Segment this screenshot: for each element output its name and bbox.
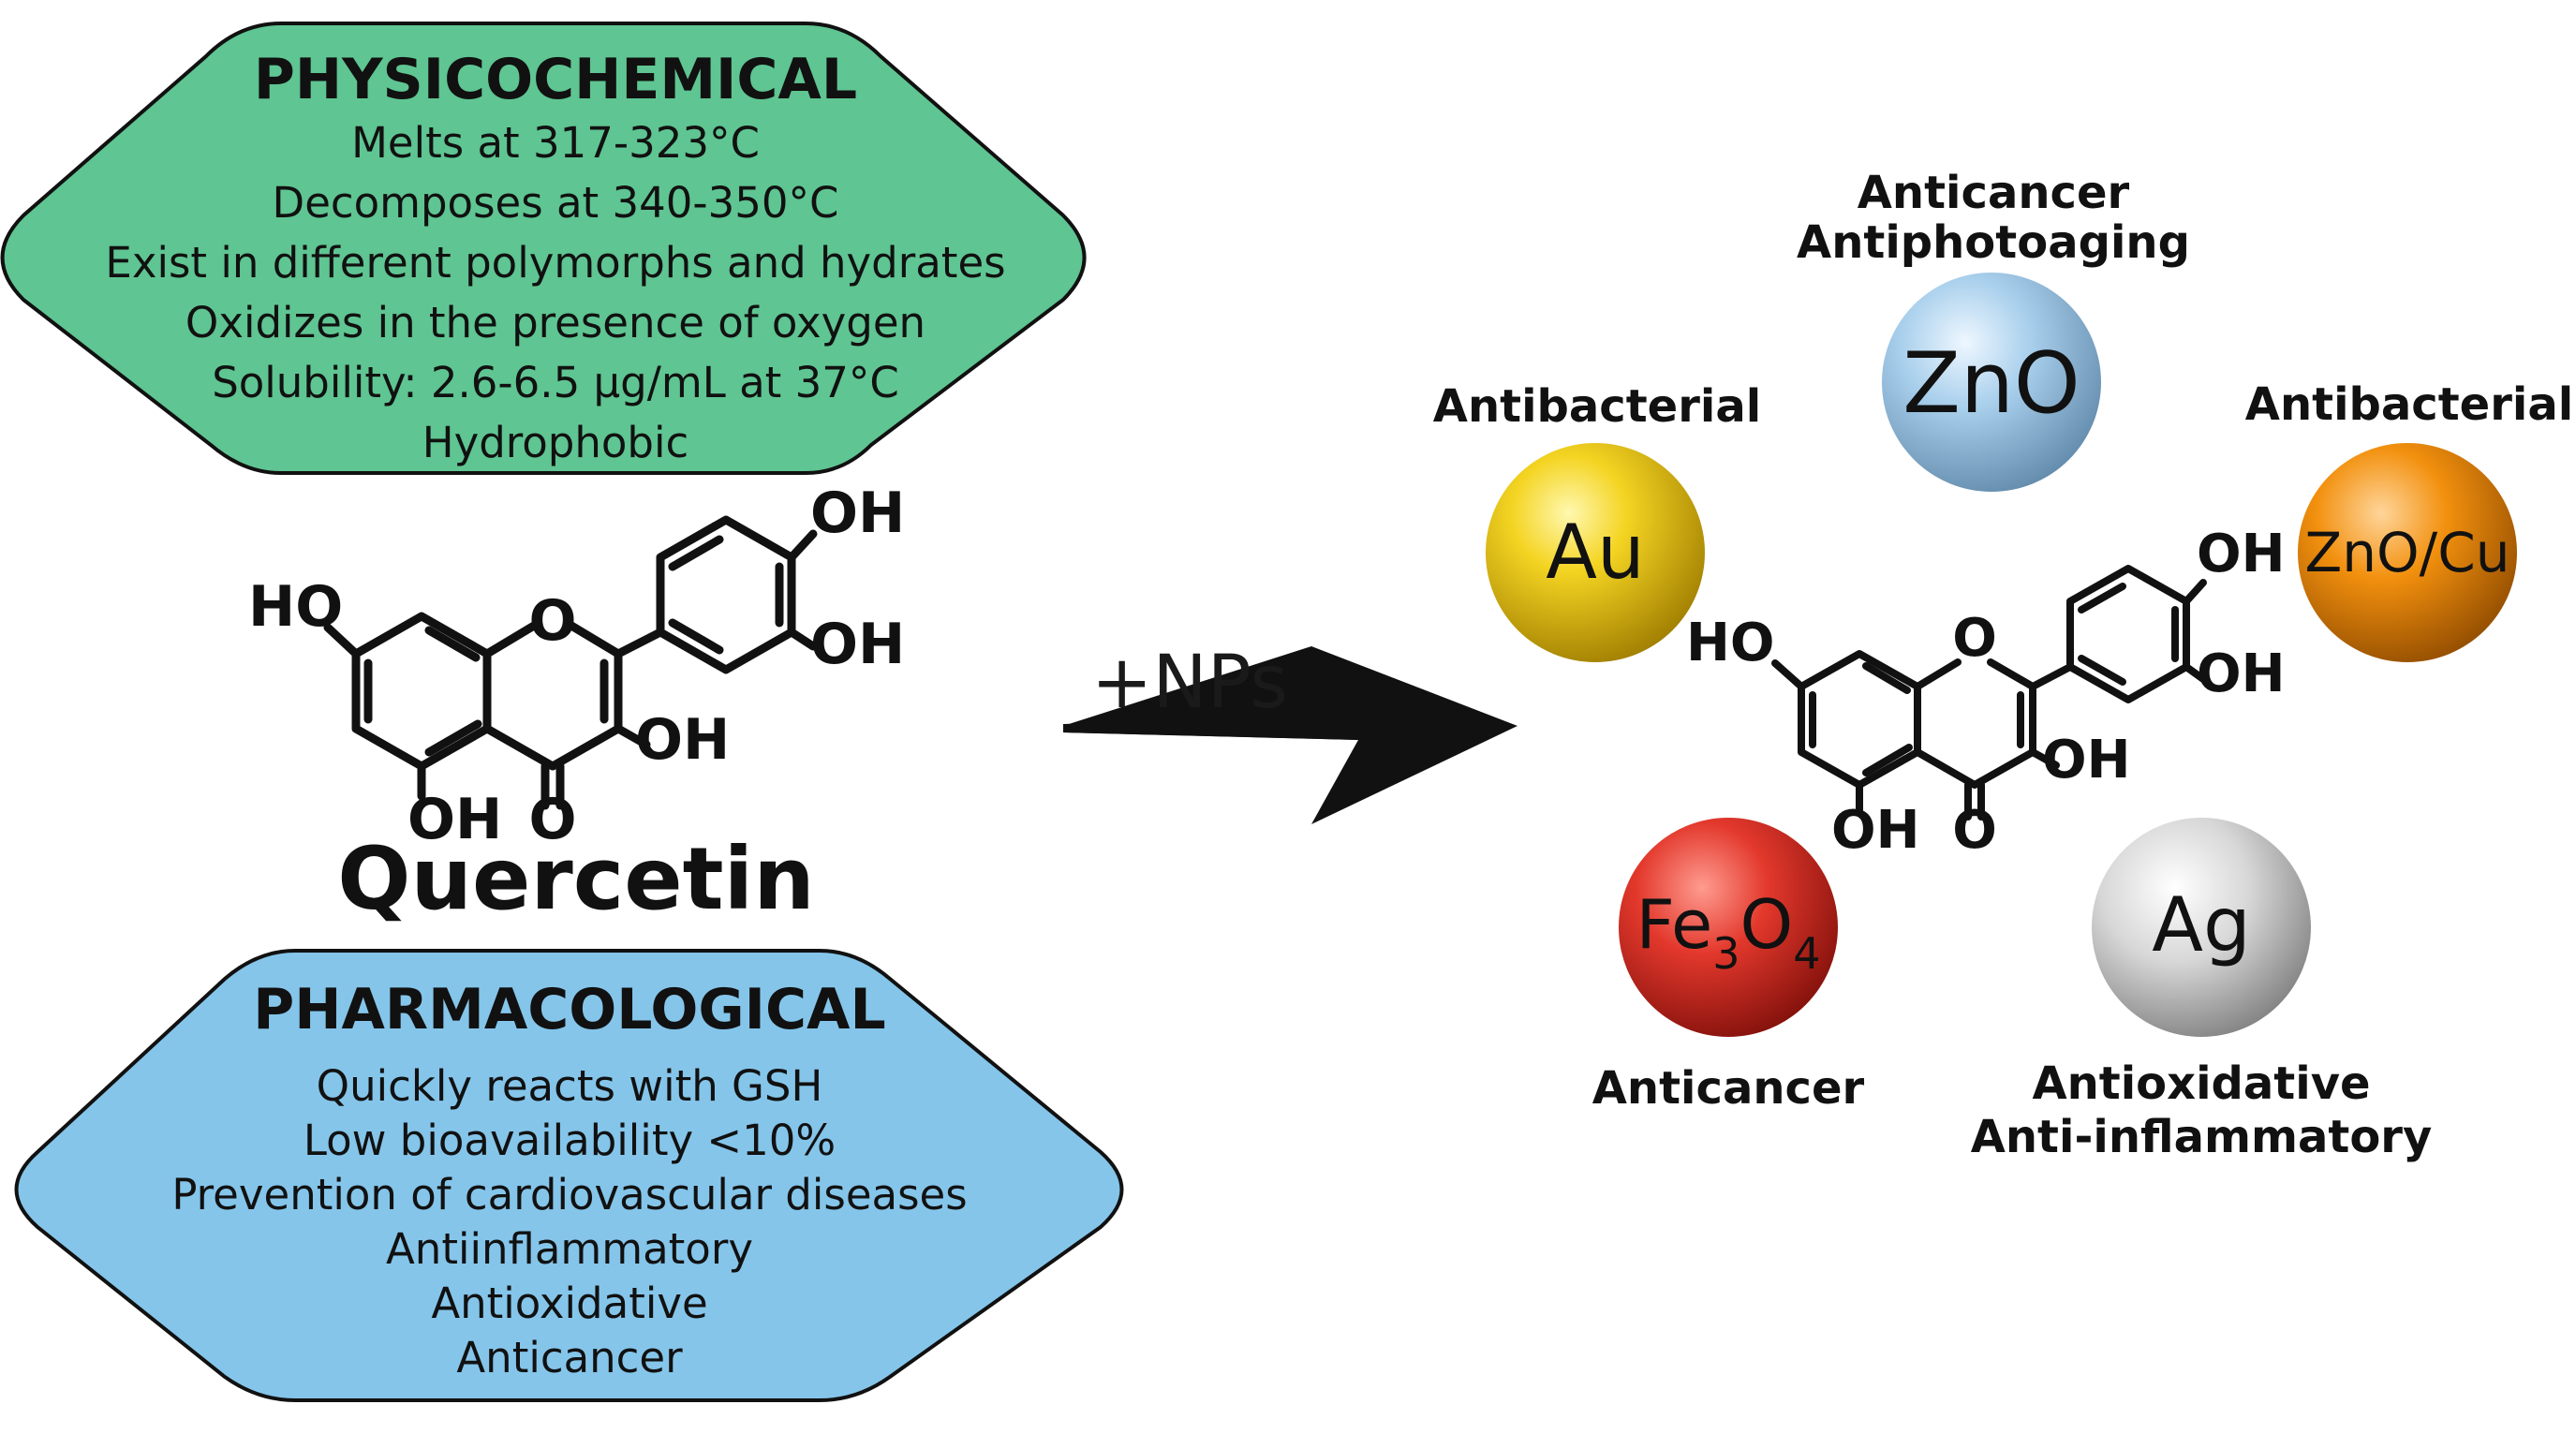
pharmacological-box: PHARMACOLOGICAL Quickly reacts with GSH … (14, 949, 1124, 1402)
au-sphere (1486, 443, 1705, 662)
fe3o4-name-o: O (1740, 885, 1794, 964)
hydroxyl-label: OH (810, 612, 905, 677)
au-effect-label: Antibacterial (1433, 380, 1761, 433)
zno-cu-sphere (2298, 443, 2517, 662)
ring-oxygen-label: O (1952, 608, 1997, 669)
nanoparticle-fe3o4: Fe3O4 Anticancer (1592, 818, 1865, 1115)
physicochemical-line: Exist in different polymorphs and hydrat… (105, 238, 1005, 288)
ag-effect-label: Antioxidative (2032, 1057, 2370, 1110)
fe3o4-name-fe: Fe (1636, 885, 1712, 964)
fe3o4-name-sub1: 3 (1712, 928, 1740, 979)
reaction-arrow (1063, 646, 1517, 824)
pharmacological-box-shape (14, 949, 1124, 1402)
ag-effect-label: Anti-inflammatory (1971, 1111, 2433, 1163)
molecule-name: Quercetin (337, 829, 814, 929)
pharmacological-line: Anticancer (456, 1333, 683, 1382)
hydroxyl-label: OH (2197, 524, 2285, 584)
physicochemical-line: Melts at 317-323°C (351, 118, 760, 168)
fe3o4-name-sub2: 4 (1793, 928, 1820, 979)
zno-name: ZnO (1902, 334, 2080, 433)
hydroxyl-label: OH (635, 707, 730, 773)
ag-sphere (2092, 818, 2311, 1037)
hydroxyl-label: HO (248, 574, 343, 640)
fe3o4-effect-label: Anticancer (1592, 1062, 1865, 1115)
zno-cu-name: ZnO/Cu (2305, 521, 2510, 584)
carbonyl-oxygen-label: O (528, 787, 576, 852)
hydroxyl-label: OH (2197, 643, 2285, 704)
nanoparticle-zno-cu: Antibacterial ZnO/Cu (2245, 378, 2573, 662)
nanoparticle-zno: Anticancer Antiphotoaging ZnO (1797, 167, 2190, 492)
fe3o4-sphere (1619, 818, 1838, 1037)
nanoparticle-ag: Ag Antioxidative Anti-inflammatory (1971, 818, 2433, 1163)
pharmacological-title: PHARMACOLOGICAL (253, 977, 885, 1042)
zno-sphere (1882, 273, 2101, 492)
physicochemical-line: Decomposes at 340-350°C (273, 178, 839, 228)
hydroxyl-label: OH (407, 787, 502, 852)
physicochemical-box-shape (0, 22, 1087, 475)
physicochemical-line: Solubility: 2.6-6.5 μg/mL at 37°C (212, 358, 899, 407)
quercetin-structure-left (323, 515, 818, 810)
ring-oxygen-label: O (528, 588, 576, 654)
quercetin-atoms-left: O HO OH OH OH OH O (248, 480, 905, 852)
fe3o4-name: Fe3O4 (1636, 885, 1820, 979)
quercetin-structure-right (1771, 565, 2207, 820)
physicochemical-title: PHYSICOCHEMICAL (254, 47, 857, 112)
hydroxyl-label: OH (810, 480, 905, 546)
pharmacological-line: Antiinflammatory (386, 1224, 753, 1274)
nanoparticle-au: Antibacterial Au (1433, 380, 1761, 662)
physicochemical-line: Hydrophobic (422, 418, 689, 467)
carbonyl-oxygen-label: O (1952, 800, 1997, 861)
ag-name: Ag (2152, 881, 2251, 968)
hydroxyl-label: OH (2042, 730, 2130, 791)
pharmacological-line: Low bioavailability <10% (303, 1116, 836, 1165)
pharmacological-line: Quickly reacts with GSH (317, 1061, 823, 1111)
arrow-label: +NPs (1091, 641, 1288, 725)
pharmacological-line: Antioxidative (431, 1279, 707, 1328)
hydroxyl-label: OH (1831, 800, 1919, 861)
physicochemical-box: PHYSICOCHEMICAL Melts at 317-323°C Decom… (0, 22, 1087, 475)
pharmacological-line: Prevention of cardiovascular diseases (171, 1170, 967, 1220)
zno-cu-effect-label: Antibacterial (2245, 378, 2573, 431)
au-name: Au (1546, 509, 1644, 596)
zno-effect-label: Anticancer (1858, 167, 2130, 219)
hydroxyl-label: HO (1686, 613, 1774, 673)
physicochemical-line: Oxidizes in the presence of oxygen (185, 298, 925, 347)
zno-effect-label: Antiphotoaging (1797, 216, 2190, 269)
quercetin-atoms-right: O HO OH OH OH OH O (1686, 524, 2285, 861)
